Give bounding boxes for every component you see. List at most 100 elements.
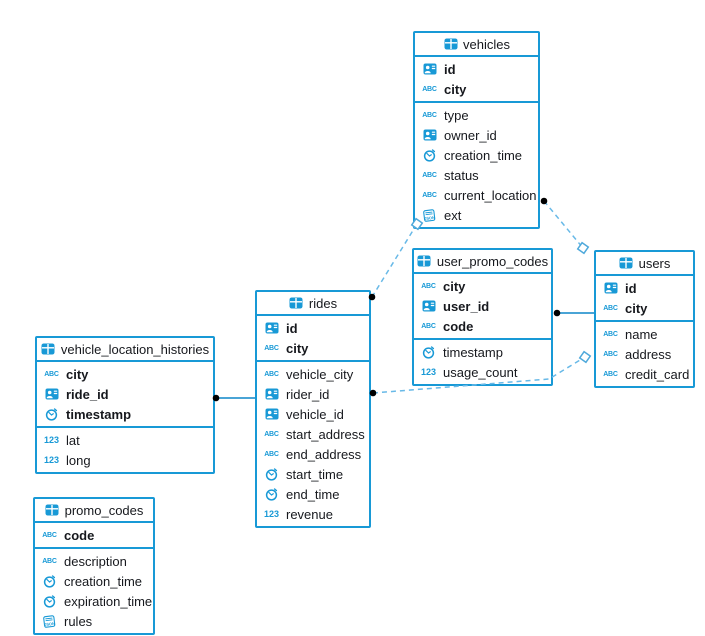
text-icon: ABC bbox=[603, 350, 618, 358]
table-icon bbox=[41, 343, 56, 355]
field-row-id[interactable]: id bbox=[415, 59, 538, 79]
text-icon: ABC bbox=[44, 370, 59, 378]
field-name: code bbox=[443, 318, 474, 334]
text-icon: ABC bbox=[422, 171, 437, 179]
field-name: usage_count bbox=[443, 364, 518, 380]
field-row-id[interactable]: id bbox=[257, 318, 369, 338]
table-icon bbox=[45, 504, 60, 516]
field-name: user_id bbox=[443, 298, 490, 314]
field-row-code[interactable]: ABC code bbox=[414, 316, 551, 336]
clock-icon bbox=[40, 594, 59, 608]
field-name: end_time bbox=[286, 486, 340, 502]
field-row-creation_time[interactable]: creation_time bbox=[35, 571, 153, 591]
table-header[interactable]: rides bbox=[257, 292, 369, 314]
text-icon: ABC bbox=[422, 191, 437, 199]
field-name: type bbox=[444, 107, 469, 123]
table-title: rides bbox=[308, 295, 338, 311]
table-title: users bbox=[638, 255, 671, 271]
field-row-owner_id[interactable]: owner_id bbox=[415, 125, 538, 145]
field-row-expiration_time[interactable]: expiration_time bbox=[35, 591, 153, 611]
relationship-line-vehicles-rides[interactable] bbox=[371, 223, 418, 298]
field-name: current_location bbox=[444, 187, 537, 203]
field-row-user_id[interactable]: user_id bbox=[414, 296, 551, 316]
field-name: rules bbox=[64, 613, 93, 629]
field-name: rider_id bbox=[286, 386, 330, 402]
field-name: creation_time bbox=[444, 147, 523, 163]
field-row-rider_id[interactable]: rider_id bbox=[257, 384, 369, 404]
field-row-status[interactable]: ABC status bbox=[415, 165, 538, 185]
field-row-timestamp[interactable]: timestamp bbox=[37, 404, 213, 424]
field-name: expiration_time bbox=[64, 593, 153, 609]
text-icon: ABC bbox=[603, 330, 618, 338]
field-row-rules[interactable]: JSON rules bbox=[35, 611, 153, 631]
table-header[interactable]: user_promo_codes bbox=[414, 250, 551, 272]
field-name: owner_id bbox=[444, 127, 497, 143]
text-icon: ABC bbox=[42, 531, 57, 539]
field-row-current_location[interactable]: ABC current_location bbox=[415, 185, 538, 205]
field-name: status bbox=[444, 167, 479, 183]
field-row-timestamp[interactable]: timestamp bbox=[414, 342, 551, 362]
json-icon: JSON bbox=[40, 614, 59, 628]
field-row-vehicle_id[interactable]: vehicle_id bbox=[257, 404, 369, 424]
relationship-dot-marker bbox=[553, 309, 561, 317]
field-row-start_time[interactable]: start_time bbox=[257, 464, 369, 484]
field-row-end_time[interactable]: end_time bbox=[257, 484, 369, 504]
text-icon: ABC bbox=[421, 322, 436, 330]
json-icon: JSON bbox=[420, 208, 439, 222]
field-name: ride_id bbox=[66, 386, 109, 402]
person-badge-icon bbox=[42, 388, 61, 400]
field-row-id[interactable]: id bbox=[596, 278, 693, 298]
clock-icon bbox=[40, 574, 59, 588]
person-badge-icon bbox=[601, 282, 620, 294]
field-name: start_address bbox=[286, 426, 365, 442]
field-name: city bbox=[625, 300, 648, 316]
field-name: creation_time bbox=[64, 573, 143, 589]
table-header[interactable]: vehicle_location_histories bbox=[37, 338, 213, 360]
relationship-line-vehicles-users[interactable] bbox=[543, 200, 584, 249]
person-badge-icon bbox=[262, 322, 281, 334]
field-name: credit_card bbox=[625, 366, 690, 382]
table-header[interactable]: vehicles bbox=[415, 33, 538, 55]
field-name: vehicle_id bbox=[286, 406, 344, 422]
clock-icon bbox=[262, 487, 281, 501]
table-header[interactable]: users bbox=[596, 252, 693, 274]
field-name: vehicle_city bbox=[286, 366, 354, 382]
table-header[interactable]: promo_codes bbox=[35, 499, 153, 521]
field-row-ride_id[interactable]: ride_id bbox=[37, 384, 213, 404]
table-title: vehicles bbox=[463, 36, 510, 52]
text-icon: ABC bbox=[264, 344, 279, 352]
field-row-creation_time[interactable]: creation_time bbox=[415, 145, 538, 165]
